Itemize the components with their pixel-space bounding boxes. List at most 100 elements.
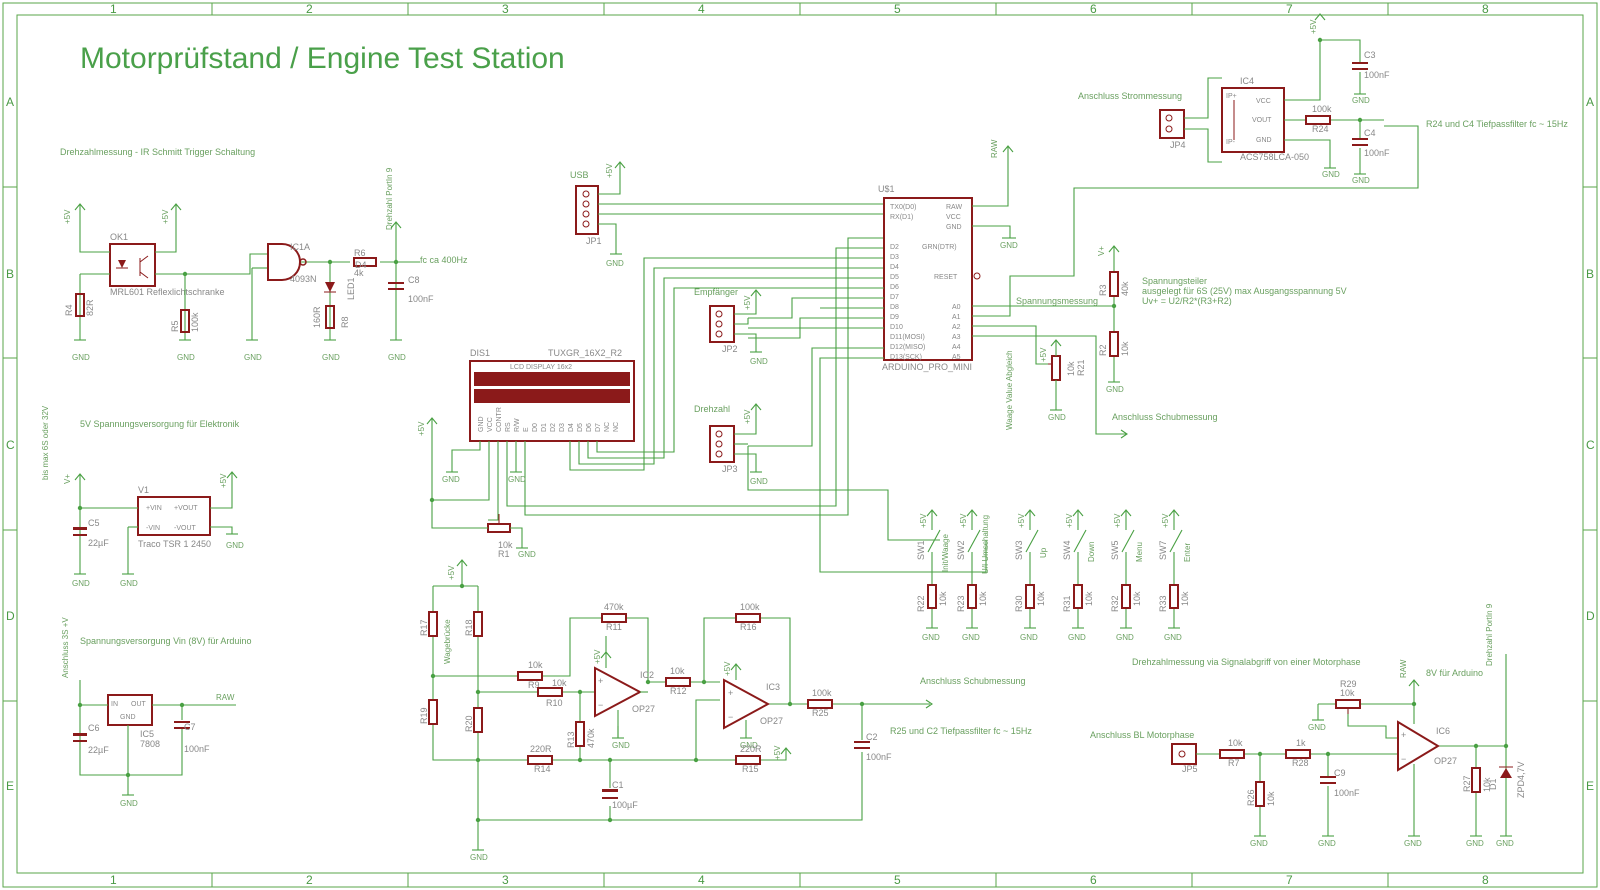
- svg-text:D10: D10: [890, 324, 903, 331]
- svg-text:GND: GND: [177, 353, 195, 362]
- svg-text:GND: GND: [478, 416, 485, 432]
- svg-text:C7: C7: [184, 722, 196, 732]
- svg-text:R29: R29: [1340, 679, 1357, 689]
- svg-text:D1: D1: [1488, 778, 1498, 790]
- resistor-r2: R2 10k: [1098, 331, 1130, 357]
- grid-col-label: 2: [306, 2, 313, 16]
- svg-text:10k: 10k: [1120, 341, 1130, 356]
- svg-text:C3: C3: [1364, 50, 1376, 60]
- grid-row-labels-right: A B C D E: [1586, 95, 1595, 793]
- note-divider2: ausgelegt für 6S (25V) max Ausgangsspann…: [1142, 286, 1347, 296]
- switch-sw4: SW4 Down R31 10k: [1062, 510, 1096, 628]
- capacitor-c4: C4 100nF: [1352, 128, 1390, 158]
- svg-text:GND: GND: [322, 353, 340, 362]
- grid-row-label: C: [6, 438, 15, 452]
- svg-text:+5V: +5V: [417, 421, 426, 436]
- svg-text:Down: Down: [1087, 542, 1096, 562]
- grid-col-label: 3: [502, 2, 509, 16]
- svg-text:R31: R31: [1062, 595, 1072, 612]
- capacitor-c7: C7 100nF: [174, 721, 210, 754]
- svg-text:A3: A3: [952, 334, 961, 341]
- svg-text:−: −: [728, 712, 733, 722]
- svg-text:C4: C4: [1364, 128, 1376, 138]
- svg-text:R12: R12: [670, 686, 687, 696]
- svg-text:C2: C2: [866, 732, 878, 742]
- svg-text:IC5: IC5: [140, 729, 154, 739]
- svg-text:4k: 4k: [354, 268, 364, 278]
- grid-col-label: 1: [110, 873, 117, 887]
- current-wires: +5V GND GND GND: [1184, 13, 1384, 185]
- svg-text:Init/Waage: Init/Waage: [941, 534, 950, 572]
- svg-text:D2: D2: [890, 244, 899, 251]
- regulator-ic5: IN OUT GND IC5 7808: [107, 694, 160, 749]
- svg-text:R26: R26: [1246, 789, 1256, 806]
- svg-text:GND: GND: [1116, 633, 1134, 642]
- svg-text:D12(MISO): D12(MISO): [890, 344, 925, 351]
- svg-text:R11: R11: [606, 622, 622, 632]
- svg-text:JP3: JP3: [722, 464, 738, 474]
- grid-col-label: 8: [1482, 2, 1489, 16]
- note-thrust-conn: Anschluss Schubmessung: [1112, 412, 1218, 422]
- svg-text:100nF: 100nF: [866, 752, 892, 762]
- resistor-r5: R5 100k: [170, 309, 200, 333]
- note-thrust-conn2: Anschluss Schubmessung: [920, 676, 1026, 686]
- svg-text:GND: GND: [1404, 839, 1422, 848]
- grid-col-label: 3: [502, 873, 509, 887]
- svg-text:−: −: [598, 700, 603, 710]
- svg-text:R2: R2: [1098, 344, 1108, 356]
- svg-text:OP27: OP27: [632, 704, 655, 714]
- svg-text:TX0(D0): TX0(D0): [890, 204, 916, 211]
- svg-text:R/W: R/W: [514, 418, 521, 432]
- resistor-r24: 100k R24: [1305, 104, 1332, 134]
- capacitor-c6: C6 22µF: [73, 723, 109, 755]
- svg-text:82R: 82R: [85, 299, 95, 316]
- note-divider3: Uv+ = U2/R2*(R3+R2): [1142, 296, 1232, 306]
- grid-row-label: B: [1586, 267, 1594, 281]
- svg-text:GND: GND: [442, 475, 460, 484]
- resistor-r8: R8 160R: [312, 305, 350, 329]
- svg-text:R1: R1: [498, 549, 510, 559]
- switch-sw5: SW5 Menu R32 10k: [1110, 510, 1144, 628]
- svg-text:R10: R10: [546, 698, 563, 708]
- svg-text:SW2: SW2: [956, 540, 966, 560]
- svg-text:OUT: OUT: [131, 701, 147, 708]
- svg-text:GND: GND: [962, 633, 980, 642]
- note-voltage-meas: Spannungsmessung: [1016, 296, 1098, 306]
- svg-text:D1: D1: [541, 423, 548, 432]
- svg-text:VOUT: VOUT: [1252, 117, 1272, 124]
- note-conn3s: Anschluss 3S +V: [61, 617, 70, 678]
- svg-text:100k: 100k: [1312, 104, 1332, 114]
- svg-text:220R: 220R: [530, 744, 552, 754]
- svg-text:+5V: +5V: [161, 209, 170, 224]
- grid-col-label: 6: [1090, 873, 1097, 887]
- svg-text:7808: 7808: [140, 739, 160, 749]
- resistor-r13: R13 470k: [566, 721, 596, 748]
- grid-row-label: A: [6, 95, 14, 109]
- grid-row-label: C: [1586, 438, 1595, 452]
- svg-text:C9: C9: [1334, 768, 1346, 778]
- resistor-r11: 470k R11: [601, 602, 627, 632]
- grid-column-labels-bottom: 1 2 3 4 5 6 7 8: [110, 873, 1489, 887]
- svg-text:10k: 10k: [498, 540, 513, 550]
- svg-text:R13: R13: [566, 731, 576, 748]
- usb-wires: +5V GND: [598, 161, 884, 268]
- svg-text:GND: GND: [226, 541, 244, 550]
- svg-text:SW4: SW4: [1062, 540, 1072, 560]
- svg-text:ARDUINO_PRO_MINI: ARDUINO_PRO_MINI: [882, 362, 972, 372]
- svg-text:OP27: OP27: [760, 716, 783, 726]
- svg-text:A5: A5: [952, 354, 961, 361]
- capacitor-c9: C9 100nF: [1320, 768, 1360, 798]
- svg-text:100µF: 100µF: [612, 800, 638, 810]
- switch-sw2: SW2 U/I Umschaltung R23 10k: [956, 510, 990, 628]
- connector-jp4: JP4: [1159, 109, 1186, 150]
- svg-text:R20: R20: [464, 715, 474, 732]
- svg-text:C8: C8: [408, 275, 420, 285]
- svg-text:+: +: [1401, 730, 1406, 740]
- divider-wires: V+ GND: [1097, 245, 1124, 394]
- svg-text:A2: A2: [952, 324, 961, 331]
- svg-text:+: +: [728, 688, 733, 698]
- svg-text:+5V: +5V: [63, 209, 72, 224]
- svg-text:+5V: +5V: [447, 565, 456, 580]
- svg-text:GND: GND: [1106, 385, 1124, 394]
- grid-column-labels-top: 1 2 3 4 5 6 7 8: [110, 2, 1489, 16]
